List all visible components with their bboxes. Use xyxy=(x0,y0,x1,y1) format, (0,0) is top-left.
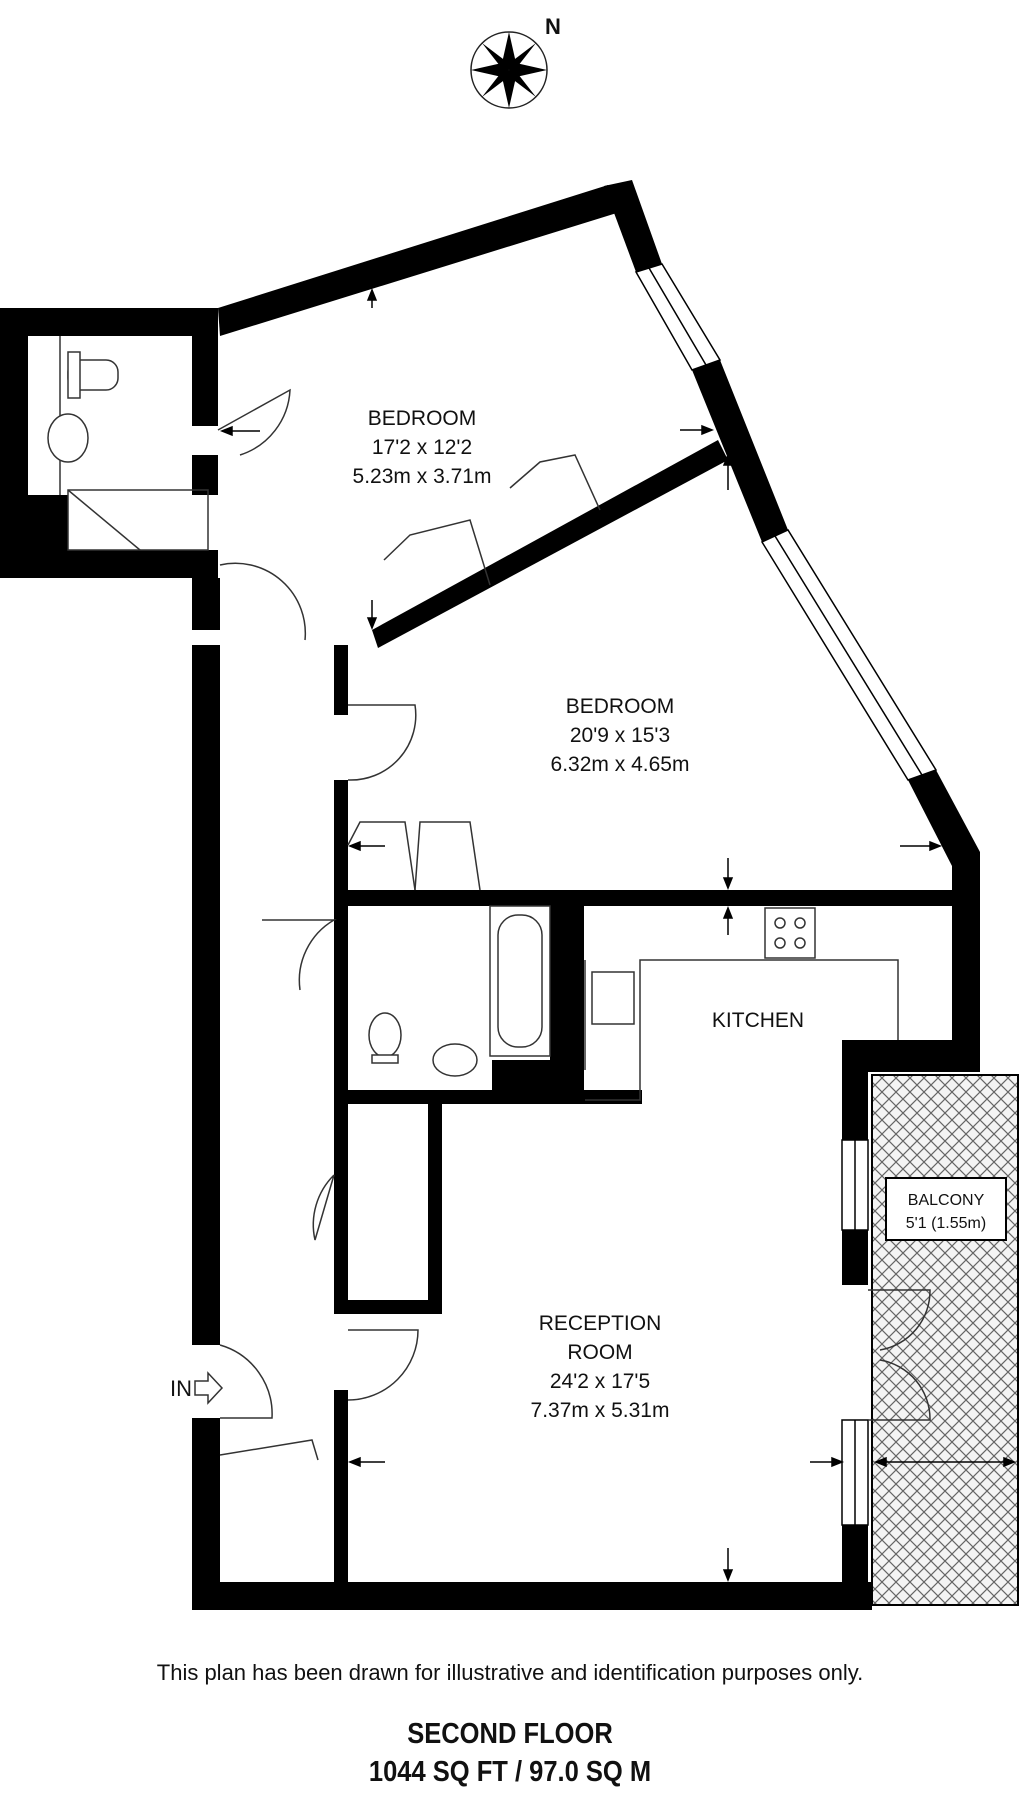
floor-area: 1044 SQ FT / 97.0 SQ M xyxy=(368,1756,652,1788)
reception-imperial: 24'2 x 17'5 xyxy=(550,1370,650,1393)
dimension-arrows xyxy=(219,287,1017,1583)
basin-icon-2 xyxy=(432,1043,478,1077)
entrance-label: IN xyxy=(170,1376,192,1401)
north-compass-icon xyxy=(470,31,548,109)
balcony-name: BALCONY xyxy=(908,1192,985,1209)
disclaimer-text: This plan has been drawn for illustrativ… xyxy=(156,1660,864,1685)
floor-title: SECOND FLOOR xyxy=(407,1718,613,1750)
basin-icon xyxy=(47,413,89,463)
compass-north-label: N xyxy=(545,14,561,39)
door-swings xyxy=(217,388,931,1461)
reception-name-line2: ROOM xyxy=(567,1341,632,1364)
kitchen-name: KITCHEN xyxy=(712,1009,804,1032)
reception-metric: 7.37m x 5.31m xyxy=(531,1399,670,1422)
balcony-area xyxy=(871,1074,1019,1606)
hob-icon xyxy=(764,907,816,959)
reception-name-line1: RECEPTION xyxy=(539,1312,662,1335)
bedroom-1-imperial: 17'2 x 12'2 xyxy=(372,436,472,459)
windows xyxy=(634,263,938,1526)
bedroom-2-metric: 6.32m x 4.65m xyxy=(551,753,690,776)
bedroom-1-metric: 5.23m x 3.71m xyxy=(353,465,492,488)
entrance-arrow-icon xyxy=(194,1371,224,1405)
bedroom-2-imperial: 20'9 x 15'3 xyxy=(570,724,670,747)
walls xyxy=(0,180,980,1610)
balcony-size: 5'1 (1.55m) xyxy=(906,1215,986,1232)
fixtures xyxy=(47,336,899,1101)
bedroom-1-name: BEDROOM xyxy=(368,407,477,430)
bedroom-2-name: BEDROOM xyxy=(566,695,675,718)
sink-icon xyxy=(591,971,635,1025)
balcony-label-box xyxy=(885,1177,1007,1241)
toilet-icon-2 xyxy=(368,1012,402,1058)
